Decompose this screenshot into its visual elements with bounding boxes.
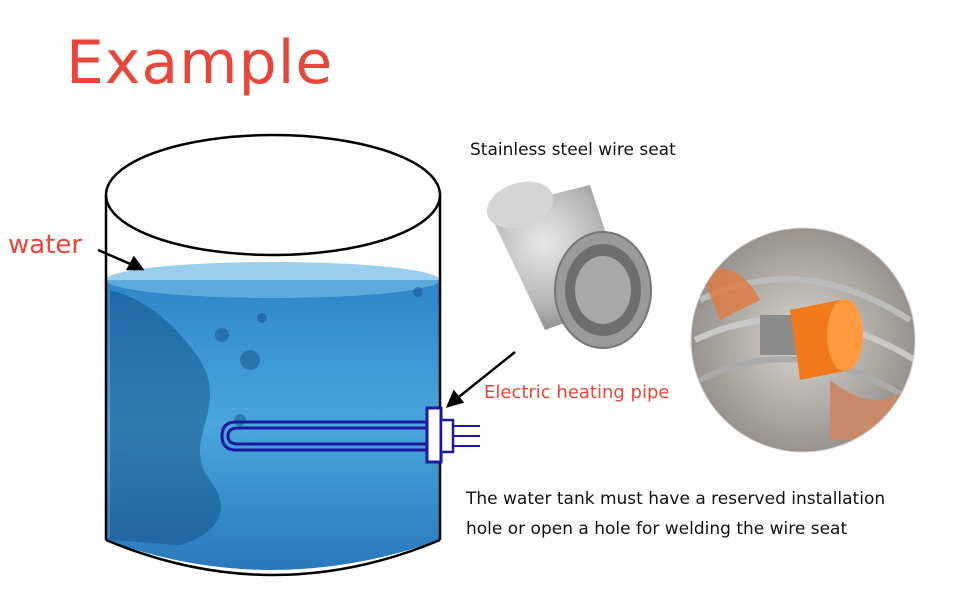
note-line-2: hole or open a hole for welding the wire… [466, 519, 848, 539]
tank-rim [104, 133, 442, 257]
installation-note: The water tank must have a reserved inst… [466, 484, 885, 544]
note-line-1: The water tank must have a reserved inst… [466, 489, 886, 509]
water-tank [104, 133, 442, 577]
pipe-arrow [454, 351, 516, 401]
water-arrow [97, 248, 136, 268]
page-title: Example [66, 28, 334, 98]
water-surface [106, 262, 440, 298]
pipe-arrow-head [445, 389, 465, 408]
water-label: water [8, 230, 83, 260]
installation-photo [691, 228, 915, 452]
tank-water-body [106, 280, 440, 570]
heating-pipe-label: Electric heating pipe [484, 382, 670, 403]
wire-seat-image [486, 181, 652, 349]
water-arrow-head [125, 255, 145, 271]
wire-seat-label: Stainless steel wire seat [470, 140, 676, 160]
heating-pipe [220, 406, 480, 464]
arrows [97, 248, 516, 408]
